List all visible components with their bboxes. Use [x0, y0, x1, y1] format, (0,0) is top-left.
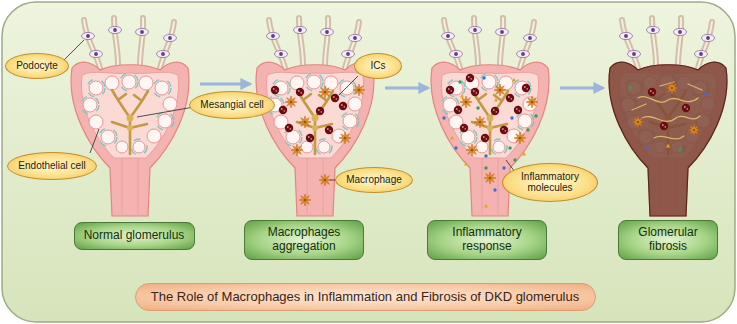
stage-box: Macrophages aggregation [244, 220, 364, 260]
molecule-label: Inflammatory molecules [502, 163, 598, 202]
stage-arrows [200, 84, 603, 88]
cell-label: ICs [354, 53, 402, 79]
cell-label: Endothelial cell [7, 152, 97, 180]
progress-arrow [385, 87, 428, 90]
leader-line [339, 76, 358, 95]
leader-line [64, 40, 84, 60]
label-text: Macrophage [346, 174, 402, 186]
label-text: Endothelial cell [18, 160, 85, 172]
label-text: Mesangial cell [200, 99, 263, 111]
label-text: Inflammatory response [437, 226, 537, 254]
leader-line [90, 129, 99, 153]
leader-lines [64, 40, 515, 180]
normal-glomerulus-illustration [71, 18, 189, 216]
leader-line [137, 107, 194, 117]
label-text: The Role of Macrophages in Inflammation … [151, 290, 579, 305]
label-text: Inflammatory molecules [515, 171, 585, 194]
cell-label: Podocyte [5, 53, 69, 79]
cell-label: Mesangial cell [189, 91, 275, 119]
label-text: ICs [371, 60, 386, 72]
label-text: Normal glomerulus [84, 229, 185, 243]
label-text: Podocyte [16, 60, 58, 72]
fibrosis-glomerulus-illustration [609, 18, 727, 216]
cell-label: Macrophage [335, 167, 413, 193]
title-banner: The Role of Macrophages in Inflammation … [135, 283, 596, 311]
progress-arrow [200, 83, 250, 86]
stage-box: Inflammatory response [427, 220, 547, 260]
label-text: Macrophages aggregation [254, 226, 354, 254]
stage-box: Glomerular fibrosis [618, 220, 718, 260]
label-text: Glomerular fibrosis [628, 226, 708, 254]
stage-box: Normal glomerulus [74, 222, 195, 250]
progress-arrow [560, 87, 603, 90]
